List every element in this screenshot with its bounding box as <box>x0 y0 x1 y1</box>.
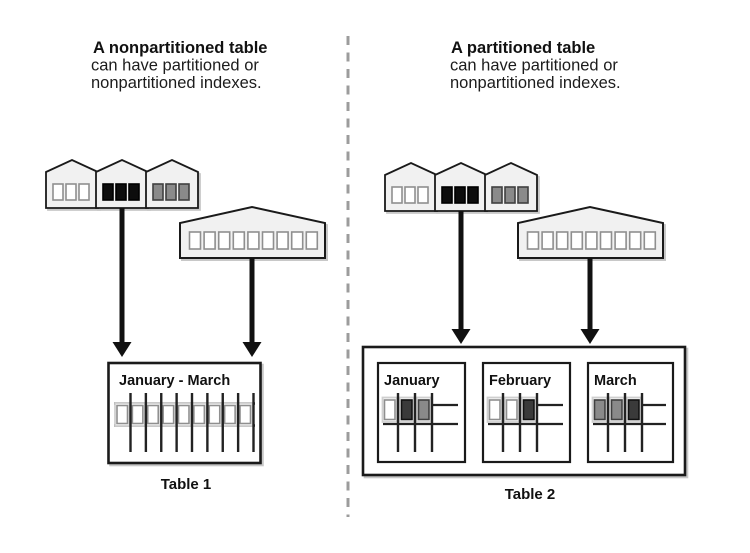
row-cell <box>208 404 221 425</box>
index-entry-cell <box>217 231 231 250</box>
arrow-head-icon <box>451 329 471 344</box>
row-cell <box>223 404 236 425</box>
index-entry-cell <box>165 183 177 201</box>
partition-label-january: January <box>384 373 440 389</box>
partition-label-february: February <box>489 373 551 389</box>
partition-label-march: March <box>594 373 637 389</box>
row-cell <box>116 404 129 425</box>
index-entry-cell <box>261 231 275 250</box>
partition-grid-january <box>381 393 458 452</box>
index-entry-cell <box>555 231 569 250</box>
table-1-label: Table 1 <box>161 476 212 493</box>
index-to-table-arrows-right <box>451 211 600 344</box>
left-caption-line2: can have partitioned or <box>91 57 259 75</box>
index-entry-cell <box>276 231 289 250</box>
right-caption-line3: nonpartitioned indexes. <box>450 74 621 92</box>
table-2-box: January February March <box>361 345 687 477</box>
partition-grid-march <box>591 393 666 452</box>
index-entry-cell <box>628 231 642 250</box>
index-entry-cell <box>404 186 416 204</box>
row-cell <box>400 399 413 421</box>
row-cell <box>488 399 501 421</box>
arrow-head-icon <box>580 329 600 344</box>
index-entry-cell <box>517 186 529 204</box>
index-entry-cell <box>203 231 216 250</box>
index-to-table-arrows-left <box>112 208 262 357</box>
index-entry-cell <box>52 183 64 201</box>
index-entry-cell <box>188 231 202 250</box>
index-entry-cell <box>178 183 190 201</box>
right-panel: A partitioned table can have partitioned… <box>361 39 687 503</box>
index-entry-cell <box>467 186 479 204</box>
table-2-label: Table 2 <box>505 486 556 503</box>
index-entry-cell <box>599 231 613 250</box>
index-entry-cell <box>128 183 140 201</box>
index-entry-cell <box>305 231 319 250</box>
row-cell <box>522 399 535 421</box>
partition-grid-february <box>486 393 563 452</box>
index-entry-cell <box>526 231 540 250</box>
row-cell <box>131 404 144 425</box>
index-entry-cell <box>441 186 453 204</box>
table-1-box: January - March <box>107 361 262 465</box>
row-cell <box>162 404 175 425</box>
row-cell <box>193 404 206 425</box>
row-cell <box>239 404 252 425</box>
index-entry-cell <box>78 183 90 201</box>
arrow-head-icon <box>242 342 262 357</box>
partitioned-index-icon-left <box>45 159 199 209</box>
row-cell <box>146 404 160 425</box>
index-entry-cell <box>491 186 503 204</box>
nonpartitioned-index-icon-right <box>517 205 664 259</box>
index-entry-cell <box>454 186 466 204</box>
index-entry-cell <box>65 183 77 201</box>
table-1-row-grid <box>114 393 255 452</box>
nonpartitioned-index-icon-left <box>179 205 326 259</box>
arrow-head-icon <box>112 342 132 357</box>
index-entry-cell <box>417 186 429 204</box>
index-entry-cell <box>290 231 304 250</box>
index-entry-cell <box>541 231 554 250</box>
index-entry-cell <box>391 186 403 204</box>
row-cell <box>610 399 623 421</box>
left-panel: A nonpartitioned table can have partitio… <box>45 39 326 493</box>
partitioned-index-icon-right <box>384 162 538 212</box>
index-entry-cell <box>643 231 657 250</box>
index-entry-cell <box>152 183 164 201</box>
row-cell <box>177 404 190 425</box>
index-entry-cell <box>247 231 260 250</box>
table-1-header: January - March <box>119 373 230 389</box>
row-cell <box>417 399 430 421</box>
right-caption-title: A partitioned table <box>451 39 595 57</box>
index-entry-cell <box>232 231 246 250</box>
row-cell <box>593 399 606 421</box>
right-caption-line2: can have partitioned or <box>450 57 618 75</box>
index-entry-cell <box>102 183 114 201</box>
row-cell <box>505 399 518 421</box>
left-caption-title: A nonpartitioned table <box>93 39 267 57</box>
index-entry-cell <box>614 231 627 250</box>
index-entry-cell <box>504 186 516 204</box>
index-entry-cell <box>585 231 598 250</box>
row-cell <box>627 399 640 421</box>
left-caption-line3: nonpartitioned indexes. <box>91 74 262 92</box>
index-entry-cell <box>570 231 584 250</box>
index-entry-cell <box>115 183 127 201</box>
row-cell <box>383 399 396 421</box>
